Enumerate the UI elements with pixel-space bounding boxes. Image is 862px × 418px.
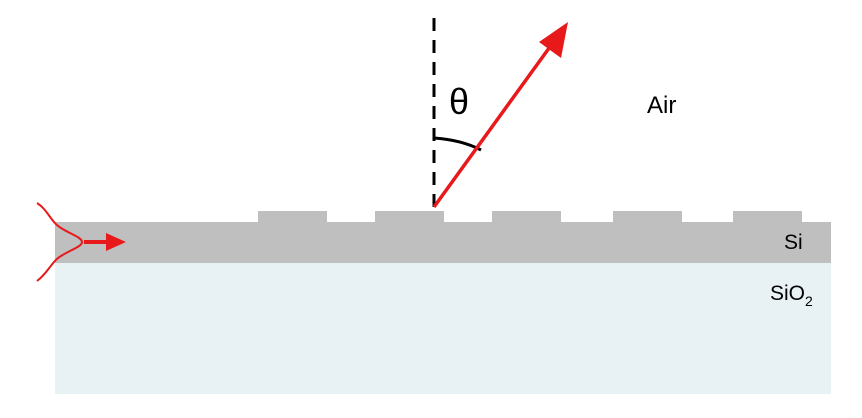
emission-arrow-icon xyxy=(539,22,568,58)
sio2-label: SiO2 xyxy=(770,282,813,309)
sio2-label-base: SiO xyxy=(770,282,805,305)
air-label: Air xyxy=(647,92,676,119)
sio2-substrate xyxy=(55,262,831,394)
gaussian-mode-profile-icon xyxy=(36,202,84,282)
grating-tooth xyxy=(492,211,561,223)
si-waveguide-layer xyxy=(55,222,831,263)
angle-arc xyxy=(433,136,482,152)
grating-teeth xyxy=(258,211,802,223)
si-label: Si xyxy=(784,231,803,254)
arrow-right-icon xyxy=(106,233,126,251)
emission-arrow-shaft xyxy=(432,42,554,209)
sio2-label-subscript: 2 xyxy=(805,293,813,309)
grating-tooth xyxy=(375,211,444,223)
grating-tooth xyxy=(258,211,327,223)
theta-label: θ xyxy=(449,81,469,122)
grating-tooth xyxy=(733,211,802,223)
grating-tooth xyxy=(613,211,682,223)
